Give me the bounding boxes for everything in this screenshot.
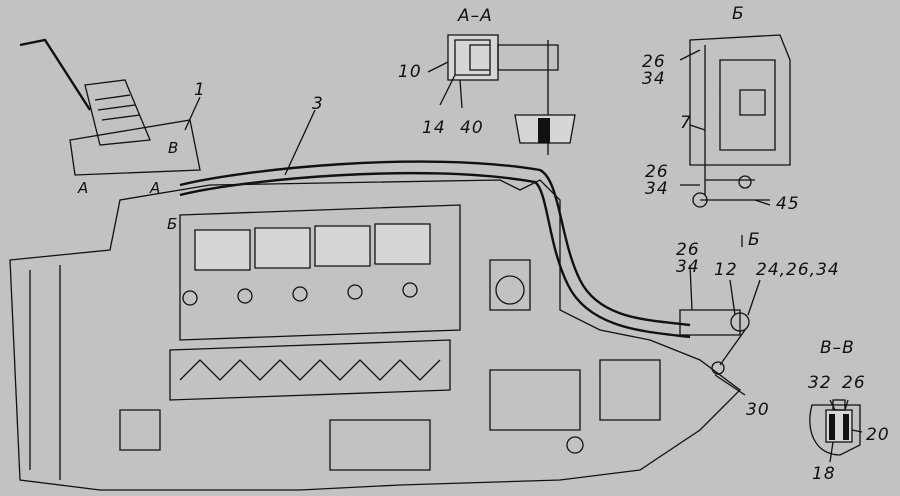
linkage-detail — [679, 235, 750, 375]
engine-block — [9, 179, 741, 491]
marker-b: Б — [167, 215, 179, 233]
leader-lines — [184, 49, 863, 463]
section-label-vv: В–В — [820, 338, 855, 358]
callout-26-34-top: 26 34 — [642, 52, 666, 89]
callout-24-26-34: 24,26,34 — [756, 260, 840, 280]
callout-7: 7 — [680, 113, 692, 133]
callout-10: 10 — [398, 62, 422, 82]
view-b-detail — [689, 34, 791, 208]
view-label-b-mid: Б — [748, 230, 761, 250]
callout-30: 30 — [746, 400, 770, 420]
callout-26: 26 — [842, 373, 866, 393]
control-tube — [179, 160, 691, 339]
callout-1: 1 — [194, 80, 206, 100]
section-aa-detail — [447, 34, 576, 155]
section-label-aa: А–А — [458, 6, 493, 26]
callout-20: 20 — [866, 425, 890, 445]
callout-40: 40 — [460, 118, 484, 138]
section-vv-detail — [809, 399, 861, 456]
callout-32: 32 — [808, 373, 832, 393]
marker-a-mid: А — [150, 179, 162, 197]
callout-45: 45 — [776, 194, 800, 214]
gear-lever — [19, 38, 201, 176]
callout-26-34-mid: 26 34 — [645, 162, 669, 199]
marker-a-left: А — [78, 179, 90, 197]
callout-26-34-low: 26 34 — [676, 240, 700, 277]
callout-3: 3 — [312, 94, 324, 114]
callout-14: 14 — [422, 118, 446, 138]
marker-v: В — [168, 139, 180, 157]
view-label-b-top: Б — [732, 4, 745, 24]
callout-18: 18 — [812, 464, 836, 484]
callout-12: 12 — [714, 260, 738, 280]
